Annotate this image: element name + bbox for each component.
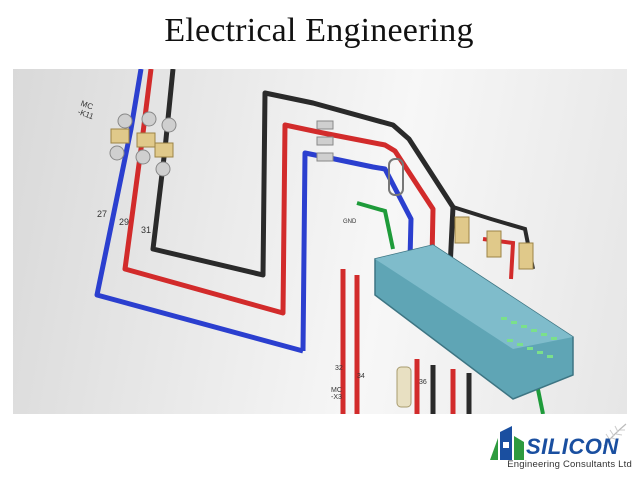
terminal-screw [141, 111, 157, 127]
black-wire [150, 69, 456, 290]
terminal-screw [161, 117, 177, 133]
fuse-holders [454, 216, 534, 270]
terminal-screw [135, 149, 151, 165]
controller-top [375, 245, 573, 349]
red-wire [122, 69, 436, 316]
wire-label-27: 27 [97, 209, 108, 219]
company-logo: SILICON Engineering Consultants Ltd [486, 420, 632, 476]
fuse [518, 242, 534, 270]
contactor-k11 [109, 111, 177, 177]
plc-controller [374, 244, 574, 400]
fern-icon [603, 423, 627, 447]
wire-label-36: 36 [419, 379, 427, 386]
terminal-label: MC -X3 [331, 387, 342, 401]
status-leds [501, 317, 557, 358]
terminal-block [316, 136, 334, 146]
fuse [454, 216, 470, 244]
logo-subtitle: Engineering Consultants Ltd [507, 459, 632, 470]
blue-wire-left [94, 69, 304, 354]
green-ground-wire [356, 201, 395, 250]
page-title: Electrical Engineering [164, 12, 474, 49]
contact-block [154, 142, 174, 158]
fuse [486, 230, 502, 258]
logo-mark-icon [490, 426, 524, 460]
wire-label-34: 34 [357, 373, 365, 380]
wire-label-31: 31 [141, 225, 152, 235]
contact-block [110, 128, 130, 144]
cable-loop [388, 158, 404, 196]
terminal-screw [117, 113, 133, 129]
contact-block [136, 132, 156, 148]
blue-wire-right [300, 150, 414, 352]
terminal-block [316, 120, 334, 130]
terminal-screw [155, 161, 171, 177]
terminal-blocks-mc-x3 [316, 120, 334, 162]
wire-label-29: 29 [119, 217, 130, 227]
wire-label-32: 32 [335, 365, 343, 372]
wiring-diagram-image: MC -K11 27 29 31 32 34 36 MC -X3 GND [13, 69, 627, 414]
wiring-diagram-svg [94, 69, 574, 414]
terminal-block [316, 152, 334, 162]
terminal-screw [109, 145, 125, 161]
ground-label: GND [343, 219, 357, 225]
logo-wordmark: SILICON [526, 434, 619, 459]
cylinder-connector [396, 366, 412, 408]
